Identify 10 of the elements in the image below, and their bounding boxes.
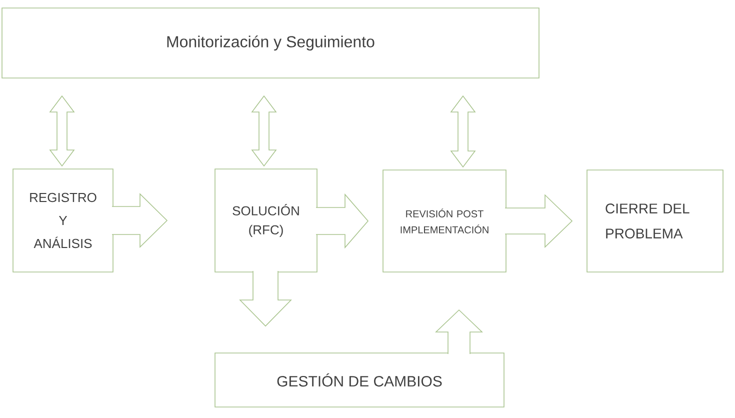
block-arrow bbox=[435, 309, 483, 354]
process-box: Monitorización y Seguimiento bbox=[2, 8, 540, 78]
block-arrow bbox=[504, 194, 573, 248]
process-box: CIERRE DEL PROBLEMA bbox=[586, 170, 724, 272]
process-box: REGISTRO Y ANÁLISIS bbox=[12, 168, 114, 272]
process-box: GESTIÓN DE CAMBIOS bbox=[214, 352, 504, 408]
block-arrow bbox=[239, 270, 292, 327]
block-arrow bbox=[112, 193, 168, 248]
block-arrow bbox=[316, 193, 369, 249]
process-box: REVISIÓN POST IMPLEMENTACIÓN bbox=[382, 170, 506, 272]
